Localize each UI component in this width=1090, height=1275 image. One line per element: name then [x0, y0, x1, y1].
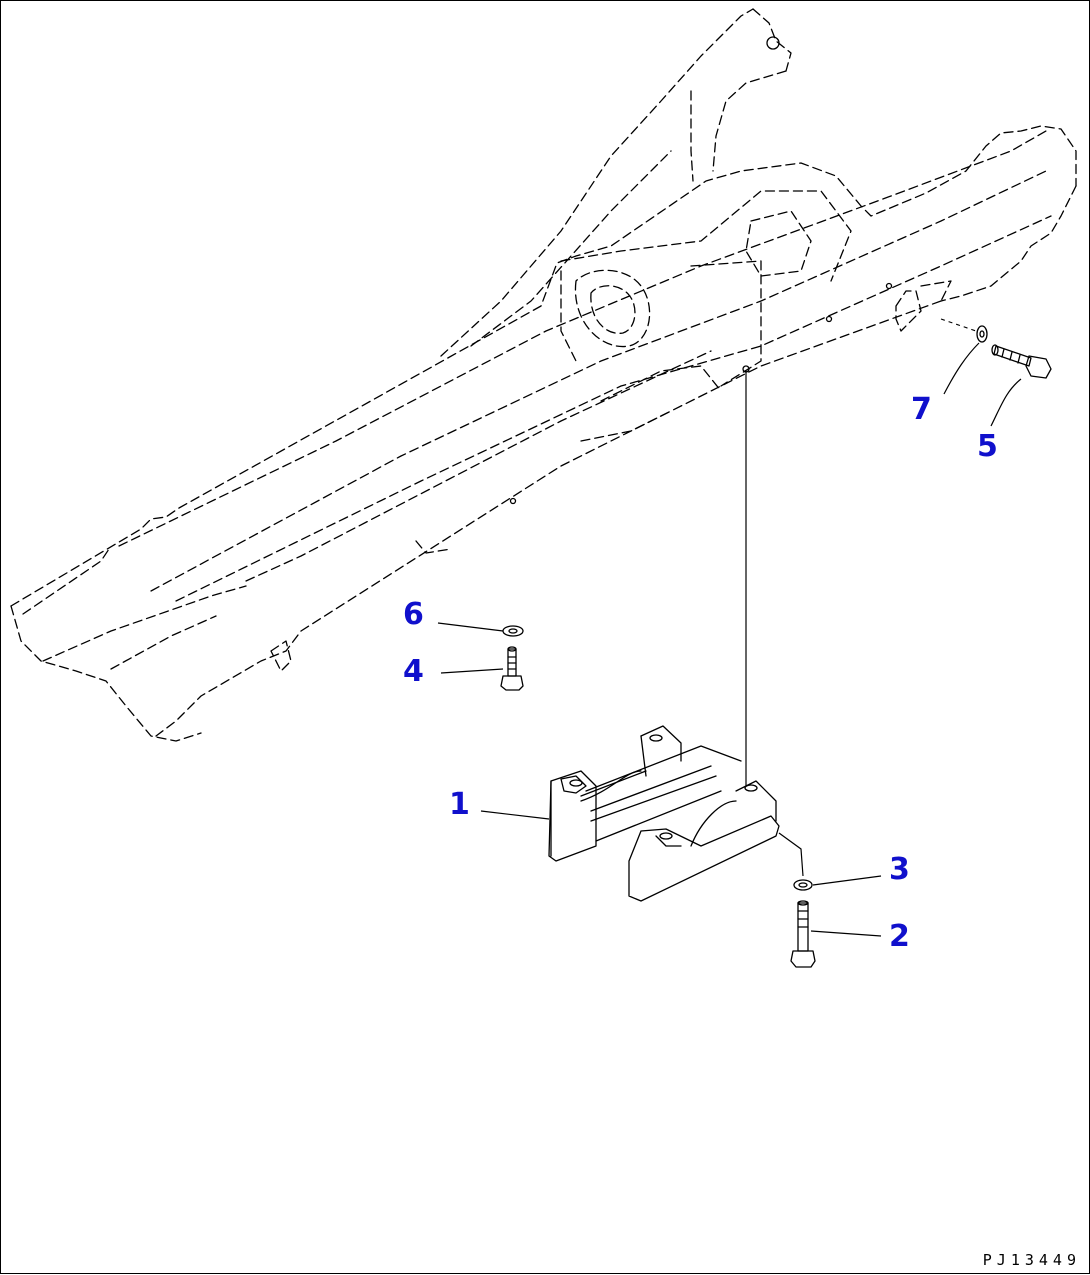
- leader-lines: [437, 342, 1022, 937]
- callout-1: 1: [449, 787, 470, 822]
- washer-right: [976, 325, 988, 343]
- washer-mid: [502, 625, 524, 637]
- support-bracket: [548, 725, 780, 902]
- track-frame-outline: [10, 8, 1077, 742]
- callout-6: 6: [403, 597, 424, 632]
- bolt-mid: [500, 646, 524, 691]
- washer-lower: [793, 879, 813, 891]
- callout-4: 4: [403, 654, 424, 689]
- callout-2: 2: [889, 919, 910, 954]
- callout-5: 5: [977, 429, 998, 464]
- alignment-lines: [745, 318, 977, 877]
- bolt-lower: [790, 900, 816, 968]
- bolt-right: [991, 344, 1052, 379]
- callout-labels: 1 2 3 4 5 6 7: [403, 392, 998, 954]
- callout-7: 7: [911, 392, 932, 427]
- drawing-code: PJ13449: [982, 1251, 1081, 1269]
- callout-3: 3: [889, 852, 910, 887]
